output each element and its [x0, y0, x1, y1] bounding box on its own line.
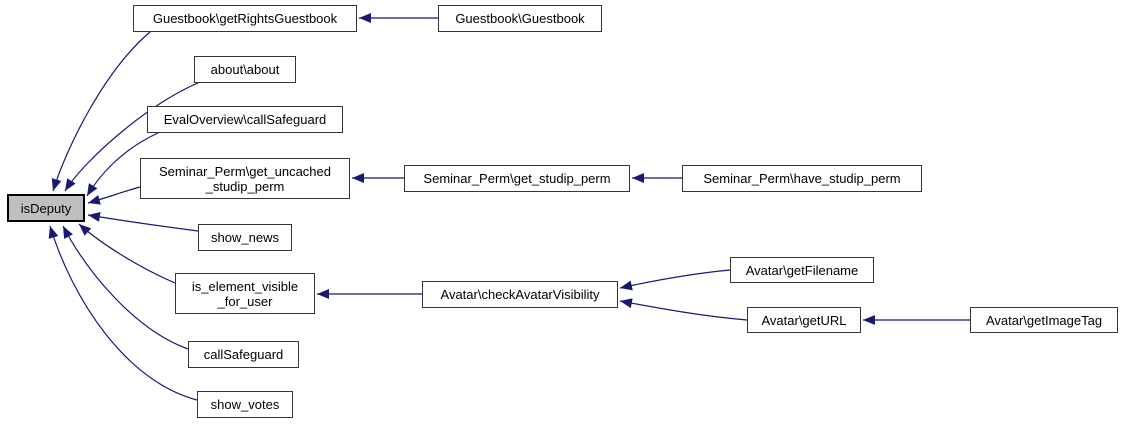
- node-guestbook-guestbook[interactable]: Guestbook\Guestbook: [438, 5, 602, 32]
- node-seminarperm-havestudipperm[interactable]: Seminar_Perm\have_studip_perm: [682, 165, 922, 192]
- node-avatar-getfilename[interactable]: Avatar\getFilename: [730, 257, 874, 283]
- edge-getfilename-to-checkavatarvisibility: [619, 269, 731, 291]
- edge-getrightsguestbook-to-isdeputy: [51, 31, 151, 192]
- edge-shownews-to-isdeputy: [87, 212, 199, 232]
- edge-showvotes-to-isdeputy: [48, 225, 198, 401]
- node-iselementvisibleforuser[interactable]: is_element_visible _for_user: [175, 273, 315, 314]
- edge-iselementvisible-to-isdeputy: [78, 223, 176, 284]
- edge-callsafeguard-to-isdeputy: [62, 225, 189, 350]
- edge-geturl-to-checkavatarvisibility: [619, 298, 748, 321]
- node-avatar-geturl[interactable]: Avatar\getURL: [747, 307, 861, 333]
- node-avatar-getimagetag[interactable]: Avatar\getImageTag: [970, 307, 1118, 333]
- node-seminarperm-getuncachedstudipperm[interactable]: Seminar_Perm\get_uncached _studip_perm: [140, 158, 350, 199]
- node-evaloverview-callsafeguard[interactable]: EvalOverview\callSafeguard: [147, 106, 343, 133]
- edge-evaloverview-to-isdeputy: [86, 132, 159, 197]
- node-callsafeguard[interactable]: callSafeguard: [188, 341, 299, 368]
- node-isdeputy: isDeputy: [7, 194, 85, 222]
- node-guestbook-getrightsguestbook[interactable]: Guestbook\getRightsGuestbook: [133, 5, 357, 32]
- node-showvotes[interactable]: show_votes: [197, 391, 293, 418]
- node-seminarperm-getstudipperm[interactable]: Seminar_Perm\get_studip_perm: [404, 165, 630, 192]
- node-avatar-checkavatarvisibility[interactable]: Avatar\checkAvatarVisibility: [422, 281, 618, 308]
- node-about-about[interactable]: about\about: [194, 56, 296, 83]
- edge-getuncachedstudipperm-to-isdeputy: [87, 186, 141, 205]
- node-shownews[interactable]: show_news: [198, 224, 292, 251]
- edge-about-to-isdeputy: [64, 82, 199, 192]
